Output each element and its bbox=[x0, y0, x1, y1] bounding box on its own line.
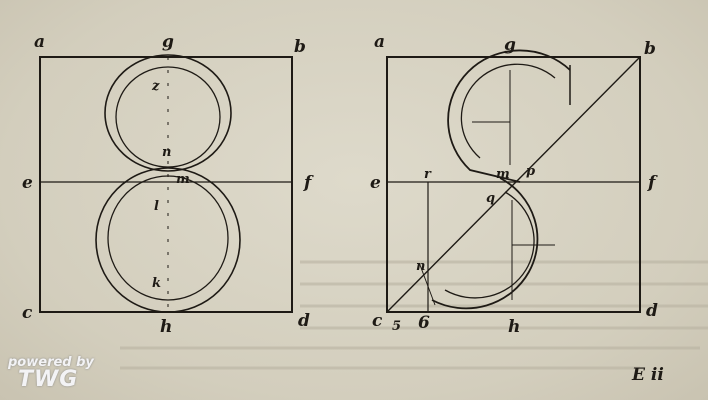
left-figure-eight bbox=[39, 54, 293, 313]
label-f: f bbox=[647, 173, 658, 193]
label-b: b bbox=[294, 37, 306, 57]
right-labels: a g b e f c 5 6 h d r m p q n bbox=[370, 32, 658, 337]
label-5: 5 bbox=[392, 319, 401, 334]
label-h: h bbox=[508, 317, 520, 337]
left-square bbox=[39, 56, 293, 313]
s-top-bowl-inner bbox=[460, 63, 556, 159]
label-r: r bbox=[424, 167, 432, 182]
label-m: m bbox=[496, 167, 510, 182]
s-tail-guide bbox=[419, 264, 436, 306]
left-labels: a g b e f c h d z n m l k bbox=[22, 32, 314, 337]
eight-bottom-outer bbox=[95, 167, 241, 313]
watermark-line2: TWG bbox=[18, 367, 79, 392]
watermark: powered by TWG bbox=[8, 356, 94, 391]
label-6: 6 bbox=[418, 313, 430, 333]
label-l: l bbox=[154, 199, 159, 214]
label-m: m bbox=[176, 172, 190, 187]
label-p: p bbox=[526, 164, 535, 179]
label-c: c bbox=[22, 303, 33, 323]
label-g: g bbox=[504, 35, 516, 55]
label-k: k bbox=[152, 276, 161, 291]
label-f: f bbox=[303, 173, 314, 193]
label-q: q bbox=[486, 191, 495, 206]
signature-mark: E ii bbox=[631, 365, 664, 385]
s-bottom-bowl-inner bbox=[444, 191, 535, 299]
label-e: e bbox=[370, 173, 381, 193]
bleed-through-text bbox=[120, 260, 708, 370]
label-g: g bbox=[162, 32, 174, 52]
eight-top-inner bbox=[115, 66, 221, 168]
right-figure-s bbox=[386, 49, 641, 313]
label-a: a bbox=[374, 32, 385, 52]
label-e: e bbox=[22, 173, 33, 193]
label-d: d bbox=[298, 311, 310, 331]
label-h: h bbox=[160, 317, 172, 337]
s-top-bowl-outer bbox=[447, 49, 571, 183]
label-b: b bbox=[644, 39, 656, 59]
right-square bbox=[386, 56, 641, 313]
s-bottom-bowl-outer bbox=[431, 177, 539, 310]
eight-top-outer bbox=[104, 54, 232, 172]
label-z: z bbox=[151, 79, 160, 94]
label-c: c bbox=[372, 311, 383, 331]
label-n: n bbox=[162, 145, 171, 160]
label-d: d bbox=[646, 301, 658, 321]
eight-bottom-inner bbox=[107, 175, 229, 301]
watermark-line1: powered by bbox=[8, 355, 94, 370]
label-a: a bbox=[34, 32, 45, 52]
right-diagonal bbox=[386, 56, 641, 313]
label-n: n bbox=[416, 259, 425, 274]
